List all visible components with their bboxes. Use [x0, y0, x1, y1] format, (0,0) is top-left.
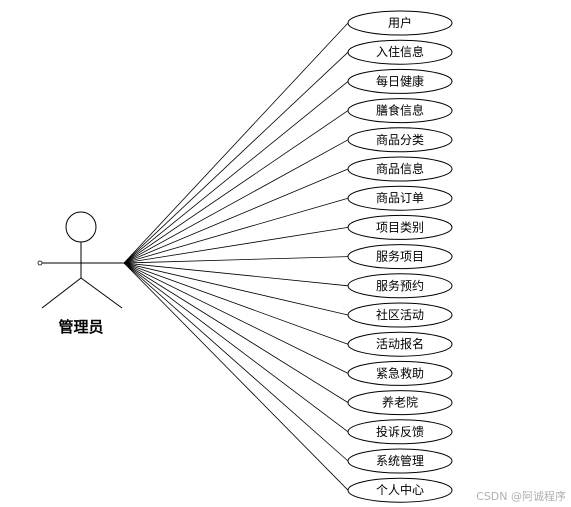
- use-case-label: 服务预约: [376, 278, 424, 293]
- actor-left-leg: [41, 277, 82, 309]
- use-case-ellipse: [347, 419, 453, 445]
- association-line: [123, 22, 349, 264]
- association-line: [123, 262, 349, 462]
- use-case: 商品信息: [347, 156, 453, 182]
- use-case: 服务预约: [347, 273, 453, 299]
- use-case-label: 用户: [388, 15, 412, 30]
- use-case: 入住信息: [347, 39, 453, 65]
- use-case-label: 服务项目: [376, 249, 424, 264]
- use-case-label: 系统管理: [376, 453, 424, 468]
- use-case: 项目类别: [347, 214, 453, 240]
- use-case-label: 膳食信息: [376, 103, 424, 118]
- use-case: 商品分类: [347, 127, 453, 153]
- use-case-label: 项目类别: [376, 220, 424, 234]
- use-case-ellipse: [347, 477, 453, 503]
- use-case-label: 商品信息: [376, 161, 424, 176]
- use-case: 个人中心: [347, 477, 453, 503]
- use-case: 每日健康: [347, 68, 453, 94]
- association-line: [123, 262, 349, 345]
- use-case: 服务项目: [347, 244, 453, 270]
- use-case: 系统管理: [347, 448, 453, 474]
- use-case: 养老院: [347, 390, 453, 416]
- association-line: [123, 262, 349, 433]
- association-lines: [123, 22, 349, 491]
- use-case-ellipse: [347, 360, 453, 386]
- association-line: [123, 262, 349, 374]
- use-case: 用户: [347, 10, 453, 36]
- use-case-ellipse: [347, 390, 453, 416]
- use-case-ellipse: [347, 185, 453, 211]
- use-case-label: 商品分类: [376, 132, 424, 147]
- association-line: [123, 110, 349, 264]
- use-case-label: 商品订单: [376, 190, 424, 205]
- association-line: [123, 262, 349, 316]
- use-case-label: 社区活动: [376, 307, 424, 322]
- actor-admin: 管理员: [37, 211, 124, 336]
- association-line: [123, 262, 349, 287]
- association-line: [123, 227, 349, 264]
- use-case-label: 入住信息: [376, 44, 424, 59]
- association-line: [123, 256, 349, 264]
- use-case-ellipse: [347, 39, 453, 65]
- use-case-ellipse: [347, 448, 453, 474]
- use-case-label: 每日健康: [376, 73, 424, 88]
- use-case: 投诉反馈: [347, 419, 453, 445]
- use-case-ellipse: [347, 68, 453, 94]
- association-line: [123, 262, 349, 491]
- use-case-ellipse: [347, 273, 453, 299]
- association-line: [123, 51, 349, 264]
- use-case-ellipse: [347, 156, 453, 182]
- use-case: 社区活动: [347, 302, 453, 328]
- use-case-label: 个人中心: [376, 482, 424, 497]
- actor-right-leg: [80, 277, 123, 309]
- actor-head: [65, 211, 97, 243]
- use-case-label: 养老院: [382, 395, 418, 410]
- use-case-ellipse: [347, 214, 453, 240]
- use-case-ellipse: [347, 302, 453, 328]
- use-case: 活动报名: [347, 331, 453, 357]
- use-case-label: 投诉反馈: [376, 424, 424, 439]
- use-case-label: 紧急救助: [376, 365, 424, 380]
- use-case-ellipse: [347, 331, 453, 357]
- use-case: 紧急救助: [347, 360, 453, 386]
- actor-label: 管理员: [58, 318, 103, 336]
- association-line: [123, 139, 349, 264]
- association-line: [123, 197, 349, 264]
- association-line: [123, 262, 349, 403]
- association-line: [123, 168, 349, 264]
- use-case-ellipse: [347, 10, 453, 36]
- use-case: 商品订单: [347, 185, 453, 211]
- use-case-ellipse: [347, 127, 453, 153]
- use-case-list: 用户入住信息每日健康膳食信息商品分类商品信息商品订单项目类别服务项目服务预约社区…: [347, 10, 453, 503]
- arm-end-marker: [37, 260, 43, 266]
- watermark: CSDN @阿诚程序: [476, 489, 566, 503]
- use-case-ellipse: [347, 244, 453, 270]
- use-case-label: 活动报名: [376, 336, 424, 351]
- use-case-ellipse: [347, 98, 453, 124]
- association-line: [123, 81, 349, 264]
- use-case: 膳食信息: [347, 98, 453, 124]
